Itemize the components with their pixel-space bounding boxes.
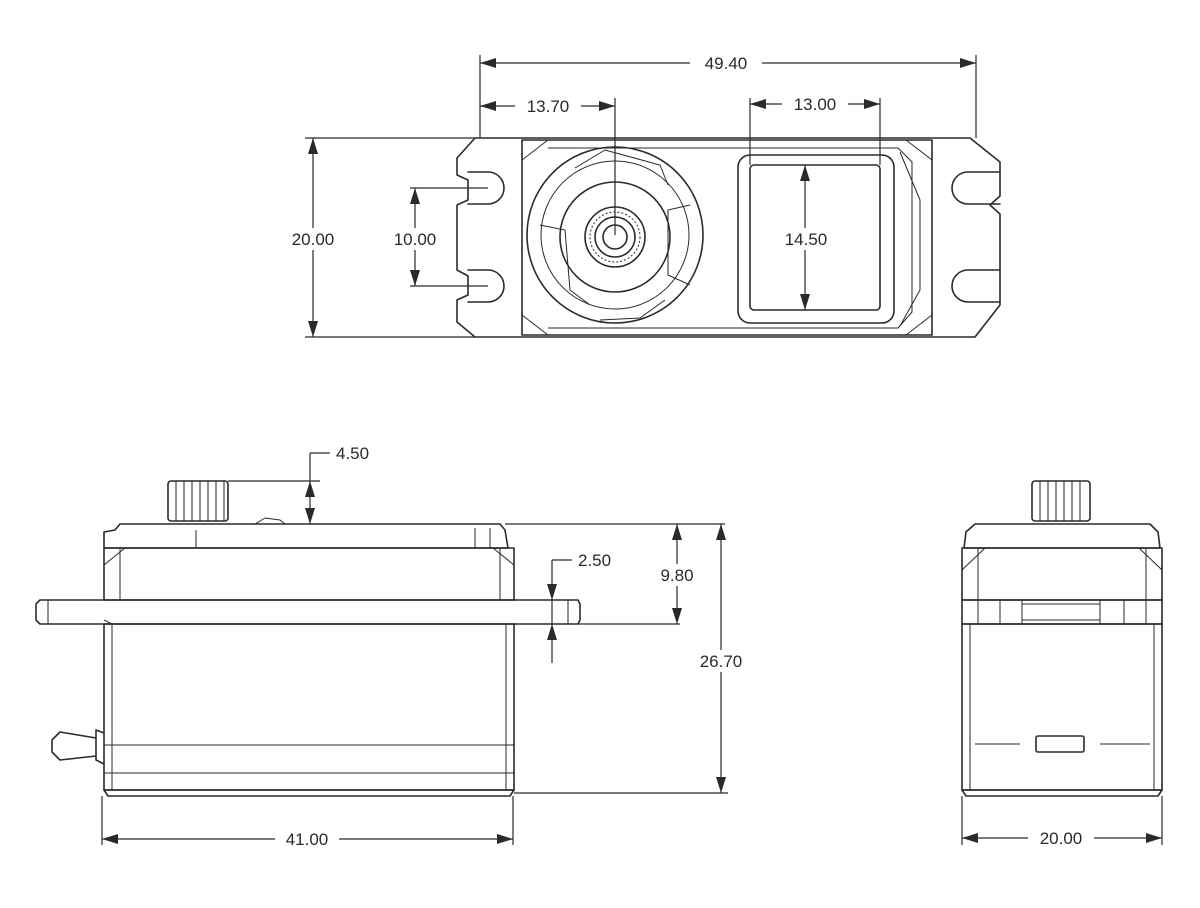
side-view-top-cap-details — [195, 517, 491, 548]
top-view-case-inner — [548, 147, 913, 329]
top-view-case — [521, 139, 933, 336]
dim-end-body-width: 20.00 — [1040, 829, 1083, 848]
dim-top-shaft-offset: 13.70 — [527, 97, 570, 116]
dim-top-hole-spacing: 10.00 — [394, 230, 437, 249]
top-view-dimensions: 49.40 13.70 13.00 20.00 10.00 — [282, 52, 977, 338]
side-view-lower-case — [103, 623, 515, 791]
dim-top-total-width: 49.40 — [705, 54, 748, 73]
end-view-flange-band-details — [977, 600, 1147, 624]
end-view-upper-case-chamfer — [961, 547, 1163, 600]
end-view-output-spline — [1031, 480, 1091, 522]
dim-top-label-height: 14.50 — [785, 230, 828, 249]
dim-top-height: 20.00 — [292, 230, 335, 249]
dim-side-flange-height: 9.80 — [660, 566, 693, 585]
dim-side-body-length: 41.00 — [286, 830, 329, 849]
end-view-cable-exit — [1035, 735, 1085, 753]
top-view-mount-hole-right-lower — [951, 269, 1001, 303]
side-view-flange-ribs — [47, 600, 569, 624]
dim-side-total-height: 26.70 — [700, 652, 743, 671]
dim-side-spline-height: 4.50 — [336, 444, 369, 463]
end-view-top-cap — [963, 523, 1161, 549]
top-view-mount-hole-right-upper — [951, 171, 1001, 205]
dim-top-label-width: 13.00 — [794, 95, 837, 114]
top-view-gear-housing-ribs — [539, 149, 691, 321]
end-view-spline-teeth — [1039, 481, 1081, 521]
side-view-upper-case-chamfer — [103, 547, 515, 600]
side-view-dimensions: 4.50 2.50 9.80 26.70 41.00 — [101, 444, 750, 850]
end-view-dimensions: 20.00 — [961, 796, 1163, 849]
side-view-top-cap — [103, 523, 509, 549]
side-view-flange — [35, 599, 581, 625]
side-view-cable-grommet — [51, 729, 105, 765]
end-view-upper-case — [961, 547, 1163, 601]
top-view-mount-hole-left-lower — [467, 269, 505, 303]
side-view-output-spline — [167, 480, 229, 522]
end-view-lower-case-inner — [969, 624, 1155, 790]
top-view — [456, 137, 1001, 338]
end-view — [961, 480, 1163, 797]
side-view-upper-case — [103, 547, 515, 601]
side-view-spline-teeth — [175, 481, 225, 521]
end-view-lower-case — [961, 623, 1163, 791]
side-view — [35, 480, 581, 797]
side-view-lower-case-inner — [103, 619, 514, 790]
dim-side-flange-thickness: 2.50 — [578, 551, 611, 570]
top-view-case-chamfer — [521, 139, 933, 336]
top-view-mount-hole-left-upper — [467, 171, 505, 205]
top-view-label-recess-inner — [749, 164, 881, 311]
top-view-case-inner-edge — [899, 151, 921, 327]
end-view-bottom-cap — [961, 789, 1163, 797]
top-view-label-recess-outer — [737, 154, 895, 324]
side-view-bottom-cap — [103, 789, 515, 797]
top-view-mounting-plate — [456, 137, 1001, 338]
